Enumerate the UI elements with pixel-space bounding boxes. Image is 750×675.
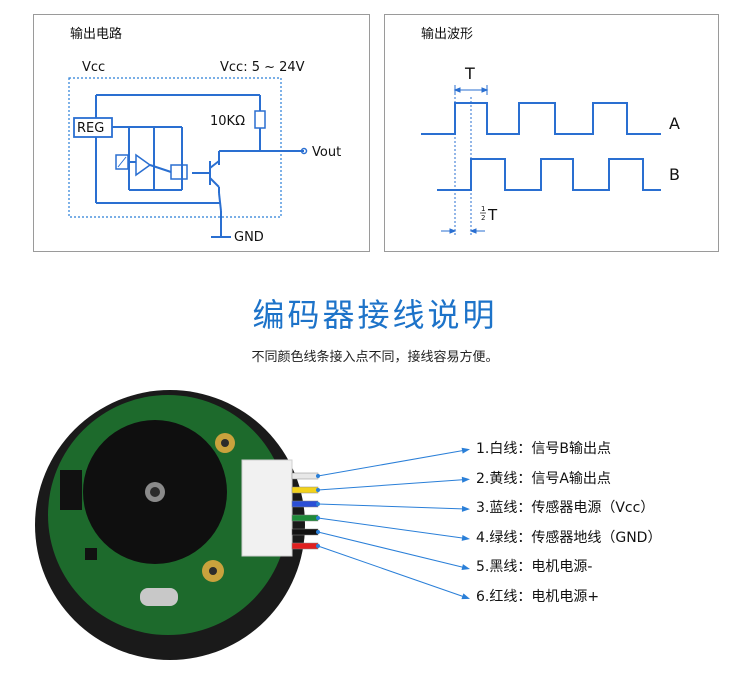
page-subtitle: 不同颜色线条接入点不同，接线容易方便。 — [251, 350, 499, 365]
vout-label: Vout — [312, 145, 341, 160]
pin-label-4: 4.绿线：传感器地线（GND） — [476, 529, 662, 546]
pin-label-2: 2.黄线：信号A输出点 — [476, 470, 611, 487]
channel-b-wave — [437, 158, 661, 191]
wire-4 — [291, 514, 319, 522]
encoder-illustration — [35, 390, 470, 660]
output-waveform-panel: 输出波形 T 1 2 T A B — [384, 14, 719, 252]
half-period-label: T — [487, 206, 498, 224]
period-label: T — [464, 64, 475, 83]
pin-label-5: 5.黑线：电机电源- — [476, 559, 593, 575]
resistor-symbol — [254, 110, 266, 129]
wire-connector — [241, 459, 293, 557]
pin-label-6: 6.红线：电机电源+ — [476, 588, 600, 605]
wire-3 — [291, 500, 319, 508]
circuit-diagram: Vcc Vcc: 5 ~ 24V 10KΩ REG Vout GND — [68, 60, 341, 245]
vout-terminal — [300, 147, 308, 155]
wire-2 — [291, 486, 319, 494]
supply-label: Vcc: 5 ~ 24V — [220, 60, 305, 75]
leader-arrow-5 — [461, 564, 470, 570]
page-title: 编码器接线说明 — [252, 296, 498, 334]
leader-arrow-1 — [461, 447, 470, 454]
leader-dot-5 — [316, 530, 320, 534]
channel-a-label: A — [669, 114, 680, 133]
half-denominator: 2 — [481, 214, 485, 222]
circuit-enclosure — [68, 77, 282, 218]
half-numerator: 1 — [481, 205, 485, 213]
leader-arrow-3 — [461, 505, 470, 512]
leader-line-5 — [317, 531, 467, 569]
leader-dot-4 — [316, 516, 320, 520]
pin-label-3: 3.蓝线：传感器电源（Vcc） — [476, 500, 655, 516]
resistor-label: 10KΩ — [210, 114, 245, 129]
wire-5 — [291, 528, 319, 536]
leader-dot-1 — [316, 474, 320, 478]
leader-line-3 — [317, 503, 467, 510]
wire-6 — [291, 542, 319, 550]
leader-line-1 — [317, 449, 467, 477]
waveform-title: 输出波形 — [421, 27, 474, 42]
leader-arrow-2 — [461, 476, 470, 483]
output-circuit-panel: 输出电路 — [33, 14, 370, 252]
reg-label: REG — [77, 121, 104, 136]
gnd-label: GND — [234, 230, 264, 245]
pin-label-1: 1.白线：信号B输出点 — [476, 441, 611, 457]
vcc-label: Vcc — [82, 60, 105, 75]
circuit-title: 输出电路 — [70, 27, 123, 42]
leader-dot-3 — [316, 502, 320, 506]
leader-dot-2 — [316, 488, 320, 492]
leader-line-4 — [317, 517, 467, 539]
leader-line-2 — [317, 479, 467, 491]
channel-b-label: B — [669, 165, 680, 184]
leader-line-6 — [317, 545, 467, 598]
waveform-diagram: T 1 2 T A B — [421, 64, 680, 237]
leader-dot-6 — [316, 544, 320, 548]
leader-arrow-6 — [461, 593, 470, 600]
leader-arrow-4 — [461, 534, 470, 541]
wire-1 — [291, 472, 319, 480]
channel-a-wave — [421, 102, 661, 135]
